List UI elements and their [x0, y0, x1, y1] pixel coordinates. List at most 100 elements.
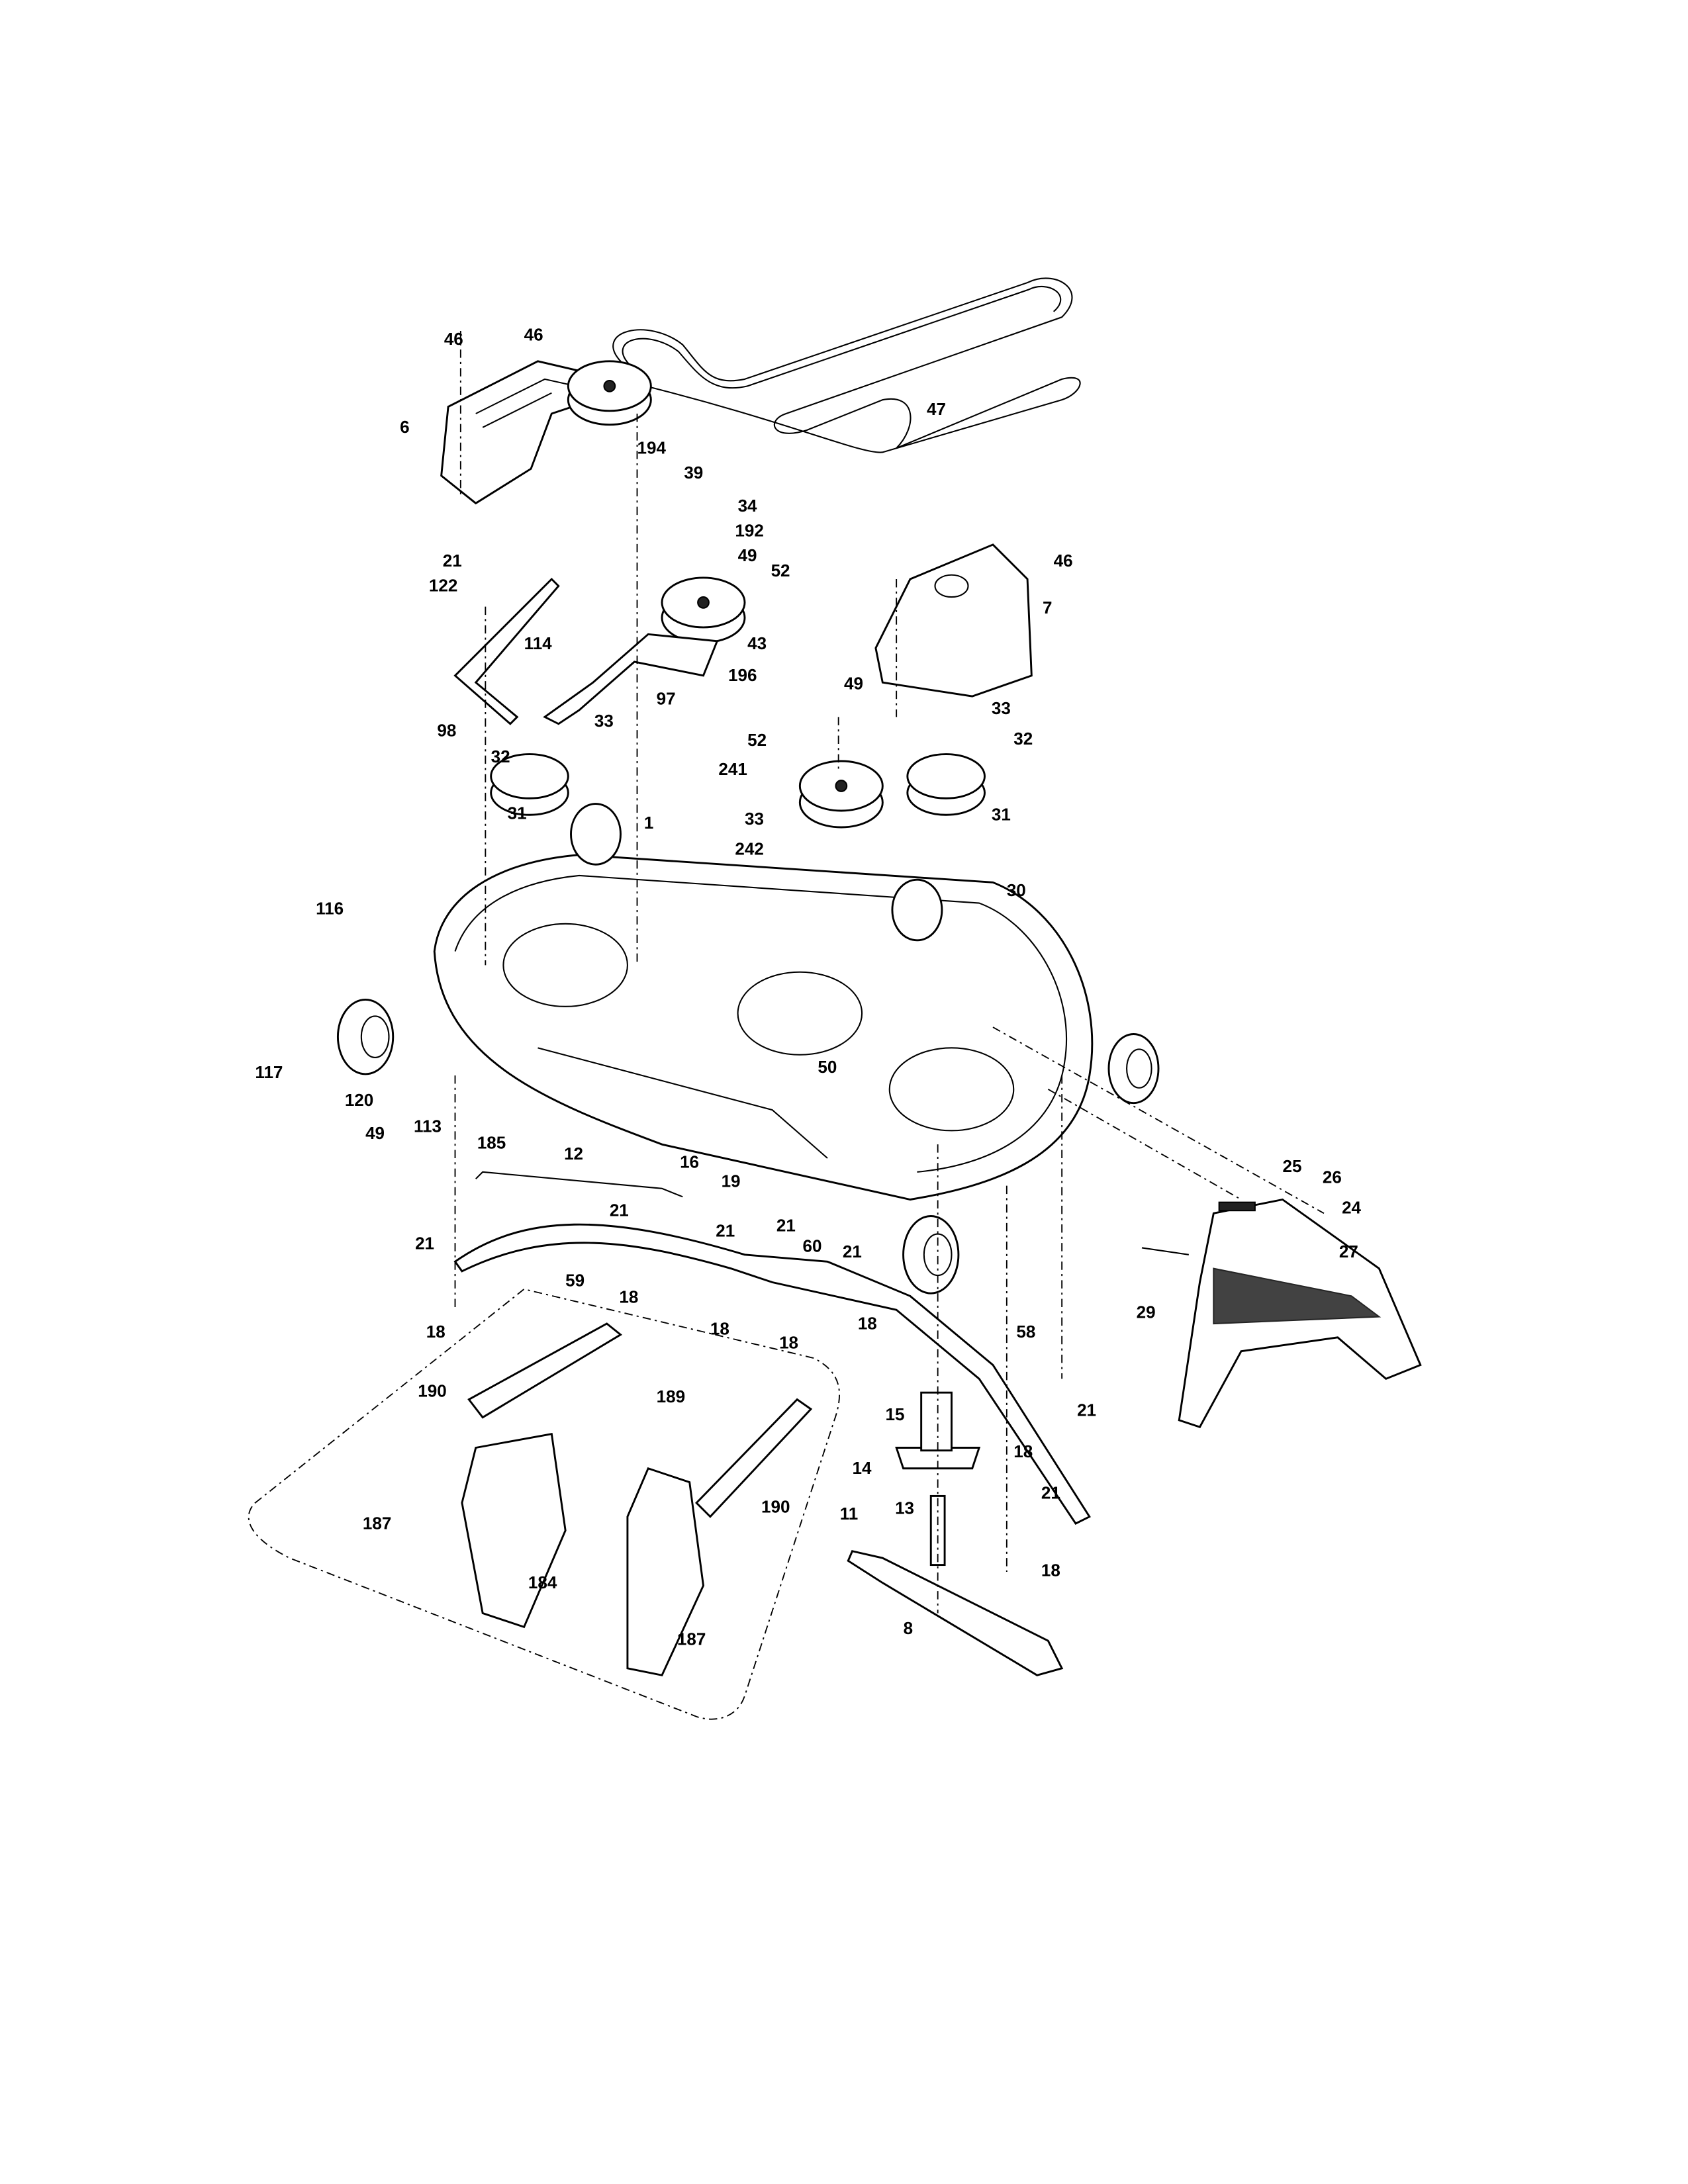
callout: 184 — [528, 1572, 557, 1592]
callout: 187 — [677, 1629, 706, 1649]
callout: 12 — [564, 1144, 583, 1163]
callout: 49 — [365, 1123, 385, 1143]
callout: 58 — [1016, 1322, 1035, 1342]
callout: 33 — [745, 809, 764, 829]
callout: 19 — [722, 1171, 741, 1191]
spindle-housing — [895, 1391, 981, 1470]
callout: 114 — [524, 633, 553, 653]
callout: 21 — [443, 551, 462, 570]
hanger-bracket-left — [461, 1432, 567, 1629]
idler-pulley-52-lower — [798, 760, 884, 829]
deck-belt — [612, 277, 1081, 453]
alignment-lines — [454, 331, 1325, 1614]
callout: 21 — [610, 1201, 629, 1220]
callout: 241 — [718, 759, 747, 779]
callout: 120 — [345, 1090, 373, 1110]
callout: 30 — [1007, 880, 1026, 900]
callout: 8 — [904, 1618, 913, 1638]
callout: 1 — [644, 813, 653, 833]
hanger-bracket-right — [626, 1467, 705, 1676]
callout: 16 — [680, 1152, 699, 1172]
callout: 34 — [738, 496, 757, 516]
callout: 60 — [803, 1236, 822, 1256]
callout: 52 — [747, 730, 767, 750]
callout-labels: 46 46 6 194 39 47 34 192 49 52 21 122 11… — [255, 325, 1361, 1649]
callout: 29 — [1137, 1302, 1156, 1322]
hanger-arm-right — [695, 1398, 813, 1518]
callout: 242 — [735, 839, 763, 859]
callout: 21 — [776, 1215, 796, 1235]
callout: 31 — [992, 805, 1011, 825]
callout: 11 — [840, 1504, 859, 1524]
callout: 6 — [400, 417, 409, 437]
idler-pulley-52-upper — [661, 576, 746, 644]
callout: 50 — [818, 1057, 837, 1077]
callout: 25 — [1283, 1156, 1302, 1176]
callout: 49 — [738, 545, 757, 565]
callout: 21 — [843, 1242, 862, 1261]
callout: 21 — [1041, 1483, 1060, 1503]
gauge-wheel-rear-left — [570, 803, 622, 866]
gauge-wheel-left — [336, 998, 395, 1075]
front-baffle-59 — [453, 1223, 1091, 1525]
callout: 194 — [637, 437, 667, 457]
callout: 21 — [716, 1221, 735, 1241]
callout: 18 — [619, 1287, 638, 1307]
callout: 46 — [1054, 551, 1073, 570]
callout: 49 — [844, 674, 863, 694]
callout: 190 — [761, 1496, 790, 1516]
discharge-chute — [1178, 1198, 1422, 1429]
callout: 18 — [858, 1313, 877, 1333]
idler-arm — [453, 577, 560, 725]
callout: 32 — [491, 747, 510, 766]
callout: 7 — [1043, 598, 1052, 617]
callout: 196 — [728, 665, 757, 685]
gauge-wheel-right — [1107, 1033, 1160, 1105]
spindle-pulley-32-right — [906, 753, 986, 816]
callout: 122 — [429, 576, 457, 596]
callout: 185 — [477, 1132, 506, 1152]
hanger-arm-left — [467, 1322, 623, 1419]
mower-blade — [847, 1550, 1064, 1676]
callout: 97 — [657, 689, 676, 709]
callout: 116 — [316, 898, 344, 918]
callout: 26 — [1323, 1167, 1342, 1187]
mower-deck-housing — [433, 854, 1094, 1201]
deck-hanger-region — [248, 1288, 840, 1720]
callout: 18 — [779, 1333, 798, 1353]
link-rod-12 — [475, 1171, 683, 1198]
callout: 113 — [414, 1116, 442, 1136]
idler-bracket — [543, 633, 719, 725]
callout: 13 — [895, 1498, 914, 1518]
callout: 14 — [853, 1458, 872, 1478]
callout: 18 — [1041, 1560, 1060, 1580]
idler-pulley-39 — [567, 360, 652, 426]
callout: 52 — [771, 561, 790, 580]
callout: 47 — [927, 399, 946, 419]
gauge-wheel-front — [902, 1215, 960, 1295]
callout: 33 — [594, 711, 614, 731]
callout: 15 — [886, 1404, 905, 1424]
callout: 98 — [437, 721, 456, 741]
callout: 24 — [1342, 1197, 1361, 1217]
callout: 192 — [735, 520, 763, 540]
callout: 39 — [684, 463, 703, 482]
callout: 46 — [444, 329, 463, 349]
callout: 32 — [1013, 729, 1033, 749]
spindle-pulley-32-left — [490, 753, 569, 816]
callout: 190 — [418, 1381, 446, 1400]
callout: 27 — [1339, 1242, 1358, 1261]
callout: 21 — [1077, 1400, 1096, 1420]
callout: 18 — [1013, 1441, 1033, 1461]
callout: 18 — [426, 1322, 445, 1342]
callout: 117 — [255, 1062, 283, 1082]
gauge-wheel-rear-right — [891, 878, 943, 942]
callout: 43 — [747, 633, 767, 653]
callout: 46 — [524, 325, 543, 345]
callout: 18 — [710, 1319, 729, 1339]
chute-rod-29 — [1141, 1247, 1189, 1255]
belt-cover-right — [874, 543, 1033, 698]
callout: 59 — [565, 1271, 585, 1291]
callout: 31 — [508, 803, 527, 823]
